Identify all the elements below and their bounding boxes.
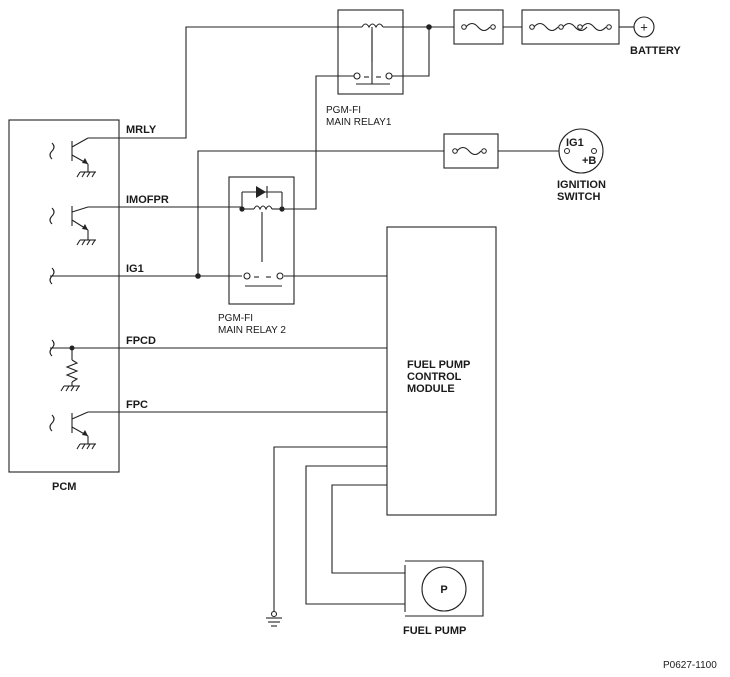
fuse-1 [453,9,504,45]
fpcm-label-line2: CONTROL [407,371,462,383]
signal-label-fpcd: FPCD [126,335,156,347]
pgm-fi-main-relay-2 [228,176,295,305]
fuel-pump: P [404,560,484,617]
wire-relay1-output [282,75,354,210]
pcm-box [8,119,120,473]
ignition-switch-icon: IG1 +B [558,128,604,174]
ignition-label-line1: IGNITION [557,179,606,191]
battery-label: BATTERY [630,45,681,57]
pcm-input-ig1 [49,267,119,285]
ground-icon [270,610,278,618]
relay2-label-line2: MAIN RELAY 2 [218,325,286,336]
fpcm-label-line3: MODULE [407,383,455,395]
fuel-pump-symbol: P [440,584,447,596]
wire-mrly [119,26,362,139]
ignition-label-line2: SWITCH [557,191,600,203]
fuse-3 [443,133,499,169]
battery-symbol: + [640,20,648,35]
fuel-pump-label: FUEL PUMP [403,625,466,637]
relay2-label-line1: PGM-FI [218,313,253,324]
signal-label-fpc: FPC [126,399,148,411]
figure-code: P0627-1100 [663,660,717,671]
pcm-transistor-imofpr [49,206,119,246]
battery-icon: + [633,16,655,38]
wire-pump-pos [331,484,405,574]
relay1-label-line1: PGM-FI [326,105,361,116]
junction-dot [426,24,432,30]
fuse-2 [521,9,620,45]
wire-pump-neg [305,465,405,605]
pcm-input-fpcd [49,339,119,392]
pcm-label: PCM [52,481,76,493]
signal-label-imofpr: IMOFPR [126,194,169,206]
signal-label-ig1: IG1 [126,263,144,275]
fuel-pump-control-module [386,226,497,516]
signal-label-mrly: MRLY [126,124,157,136]
wire-relay1-switch-feed [392,27,430,77]
pgm-fi-main-relay-1 [337,9,404,95]
fpcm-label-line1: FUEL PUMP [407,359,470,371]
wire-ground [273,446,387,612]
wire-ig1-feed [197,150,444,276]
ignition-terminal-b: +B [582,155,596,167]
fuel-pump-motor-icon [421,566,467,612]
relay1-label-line2: MAIN RELAY1 [326,117,392,128]
pcm-transistor-fpc [49,411,119,450]
pcm-transistor-mrly [49,137,119,178]
ignition-terminal-ig1: IG1 [566,137,584,149]
